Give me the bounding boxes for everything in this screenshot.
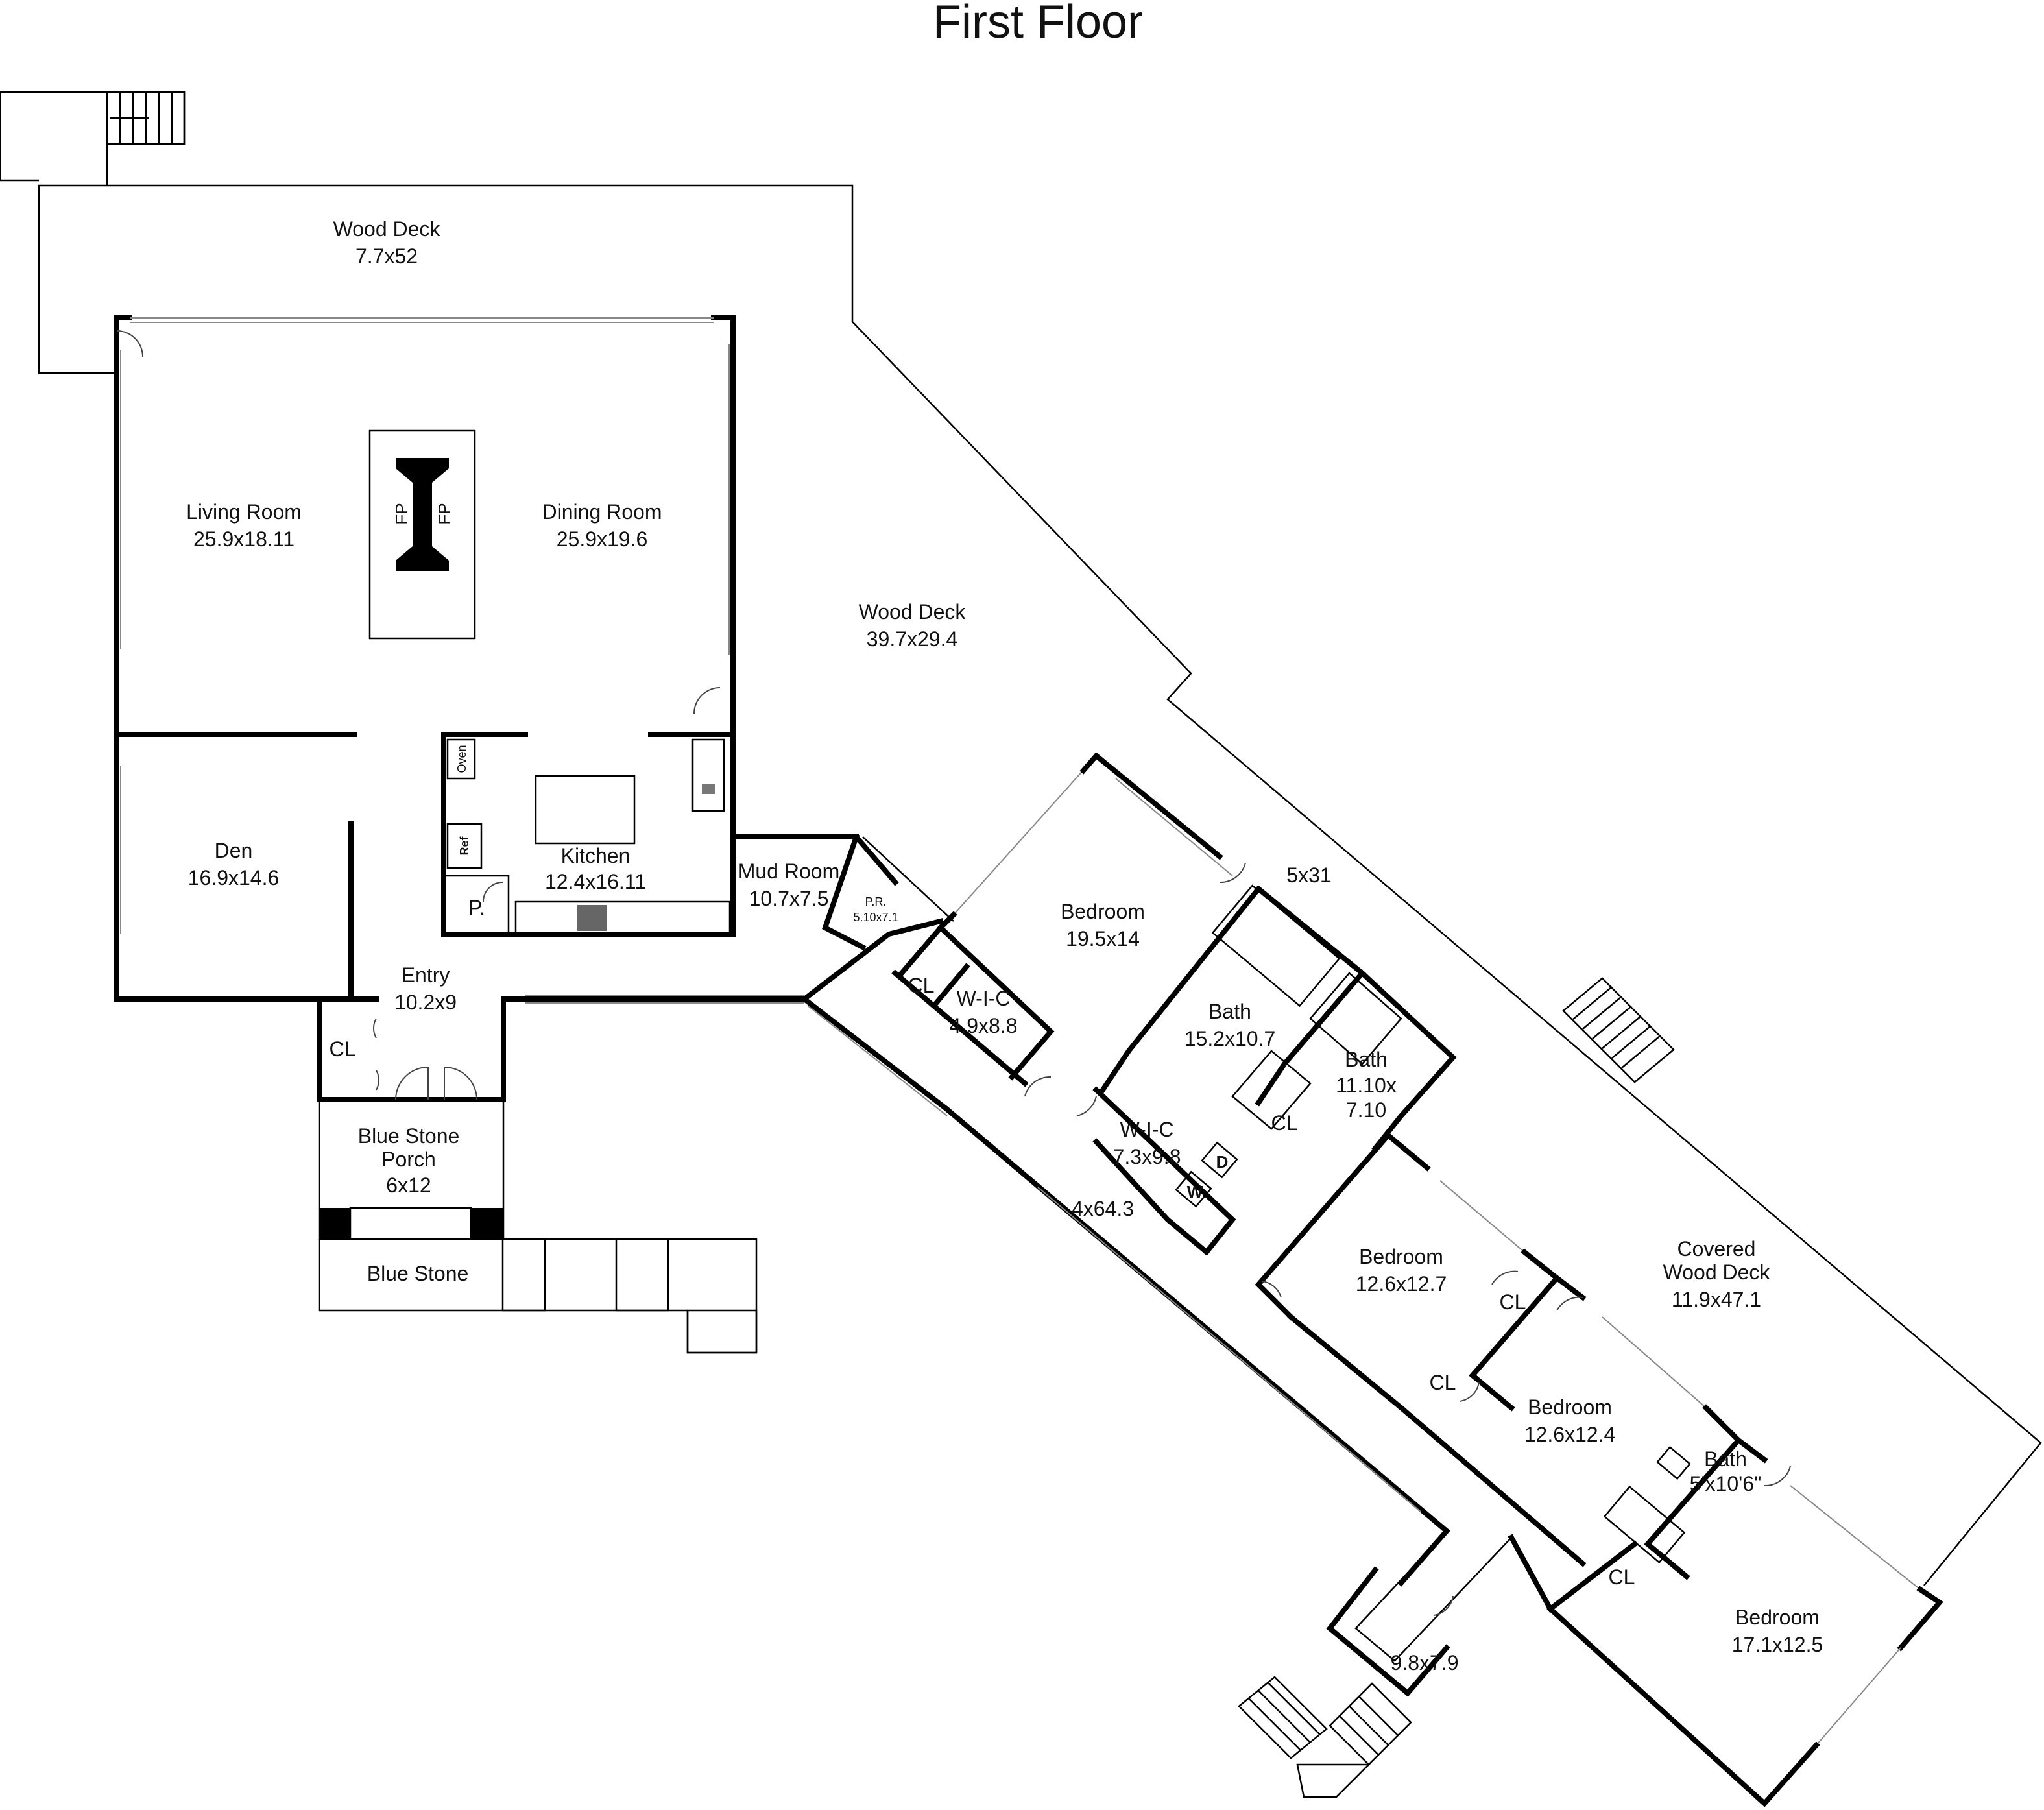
stairs-top — [106, 91, 186, 145]
bath-2-dims-line2: 7.10 — [1346, 1098, 1386, 1122]
blue-stone-name: Blue Stone — [367, 1262, 469, 1285]
porch-name-line2: Porch — [381, 1148, 436, 1171]
bath-2-name: Bath — [1345, 1048, 1388, 1071]
bedroom-1-name: Bedroom — [1061, 900, 1145, 923]
fireplace: FP FP — [368, 429, 476, 640]
mud-room-walls — [730, 833, 954, 1003]
kitchen-name: Kitchen — [561, 844, 631, 867]
wic-2-name: W-I-C — [1120, 1118, 1174, 1141]
bedroom-2-closet-label: CL — [1500, 1290, 1526, 1314]
entry-dims: 10.2x9 — [394, 991, 457, 1014]
deck-outline — [0, 91, 2042, 1586]
bedroom-4-name: Bedroom — [1735, 1606, 1820, 1629]
bedroom-3-dims: 12.6x12.4 — [1524, 1423, 1616, 1446]
bedroom-3-closet-label: CL — [1430, 1371, 1456, 1394]
bath-1-dims: 15.2x10.7 — [1184, 1027, 1276, 1050]
washer-label: W — [1187, 1182, 1203, 1201]
entry-closet-label: CL — [330, 1037, 356, 1061]
stairs-right-deck — [1562, 977, 1675, 1083]
bedroom-1-dims: 19.5x14 — [1066, 927, 1140, 950]
bath-3-name: Bath — [1704, 1447, 1747, 1471]
bath-closet-label: CL — [1271, 1111, 1298, 1135]
bath-1-name: Bath — [1208, 1000, 1251, 1023]
bedroom-4-dims: 17.1x12.5 — [1732, 1633, 1823, 1656]
bedroom-2-dims: 12.6x12.7 — [1356, 1272, 1447, 1296]
covered-deck-name-line1: Covered — [1677, 1237, 1756, 1261]
bedroom-3-name: Bedroom — [1528, 1395, 1612, 1419]
covered-deck-name-line2: Wood Deck — [1663, 1261, 1771, 1284]
den-name: Den — [215, 839, 253, 862]
bath-3-closet-label: CL — [1609, 1565, 1635, 1589]
bath-2-dims-line1: 11.10x — [1336, 1074, 1397, 1097]
porch-name-line1: Blue Stone — [358, 1124, 460, 1148]
living-room-name: Living Room — [186, 500, 302, 524]
wood-deck-top-name: Wood Deck — [333, 217, 441, 241]
wood-deck-mid-dims: 39.7x29.4 — [867, 627, 958, 651]
wic-2-dims: 7.3x9.8 — [1113, 1145, 1181, 1168]
fireplace-label-left: FP — [392, 503, 411, 524]
fireplace-label-right: FP — [435, 503, 454, 524]
bedroom-wing-walls — [116, 330, 1943, 1807]
powder-room-dims: 5.10x7.1 — [853, 911, 898, 924]
landing-dims: 9.8x7.9 — [1391, 1651, 1459, 1674]
covered-deck-dims: 11.9x47.1 — [1672, 1288, 1761, 1311]
fridge-label: Ref — [458, 836, 471, 855]
wic-1-name: W-I-C — [957, 987, 1011, 1010]
walkway-dims: 4x64.3 — [1072, 1197, 1134, 1220]
wood-deck-mid-name: Wood Deck — [859, 600, 967, 623]
dryer-label: D — [1216, 1152, 1229, 1172]
main-house-walls — [114, 315, 859, 1354]
kitchen-block: Oven Ref P. — [441, 732, 736, 937]
powder-room-name: P.R. — [865, 895, 887, 908]
kitchen-dims: 12.4x16.11 — [545, 870, 646, 893]
room-labels: Wood Deck 7.7x52 Living Room 25.9x18.11 … — [186, 217, 1823, 1674]
den-dims: 16.9x14.6 — [188, 866, 280, 889]
wic-1-closet-label: CL — [908, 974, 935, 997]
dining-room-dims: 25.9x19.6 — [557, 527, 648, 551]
stairs-bottom — [1238, 1676, 1412, 1798]
entry-name: Entry — [402, 963, 450, 987]
side-deck-dims: 5x31 — [1286, 863, 1331, 887]
bedroom-2-name: Bedroom — [1359, 1245, 1443, 1268]
entry-closet — [317, 996, 477, 1102]
wood-deck-top-dims: 7.7x52 — [355, 245, 418, 268]
dining-room-name: Dining Room — [542, 500, 662, 524]
wic-1-dims: 4.9x8.8 — [950, 1014, 1018, 1037]
oven-label: Oven — [455, 745, 468, 773]
mud-room-dims: 10.7x7.5 — [749, 887, 829, 910]
bath-3-dims: 5'x10'6" — [1690, 1472, 1762, 1495]
porch-dims: 6x12 — [386, 1174, 431, 1197]
pantry-label: P. — [468, 896, 485, 919]
mud-room-name: Mud Room — [738, 860, 840, 883]
plan-title: First Floor — [933, 0, 1143, 48]
living-room-dims: 25.9x18.11 — [193, 527, 295, 551]
